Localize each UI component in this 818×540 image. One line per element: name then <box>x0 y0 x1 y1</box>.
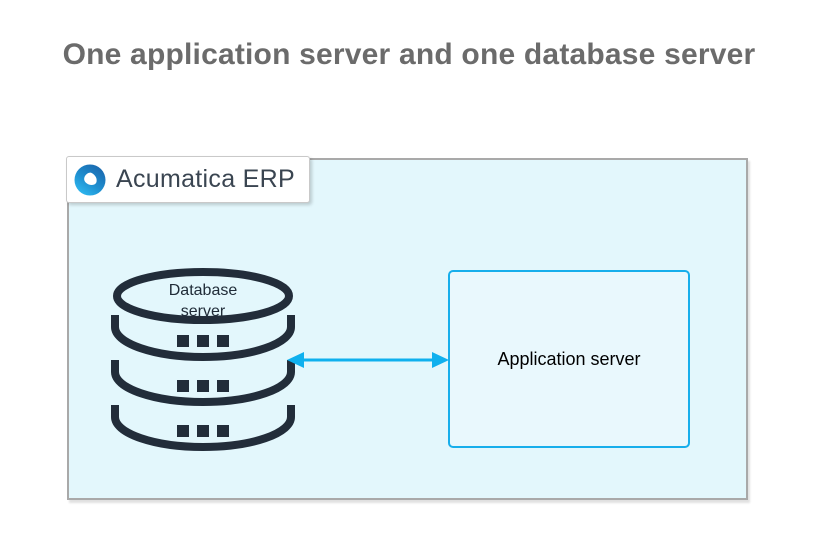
page-title: One application server and one database … <box>62 38 756 71</box>
acumatica-logo-icon <box>74 164 106 195</box>
database-dots-icon <box>177 335 229 437</box>
database-label: Database server <box>168 282 238 320</box>
bidirectional-arrow-icon <box>287 352 449 368</box>
erp-label-box: Acumatica ERP <box>66 156 310 203</box>
database-cylinder-stack-icon <box>111 268 295 451</box>
application-server-node: Application server <box>448 270 690 448</box>
application-server-label: Application server <box>497 348 641 369</box>
erp-label-text: Acumatica ERP <box>116 165 295 193</box>
